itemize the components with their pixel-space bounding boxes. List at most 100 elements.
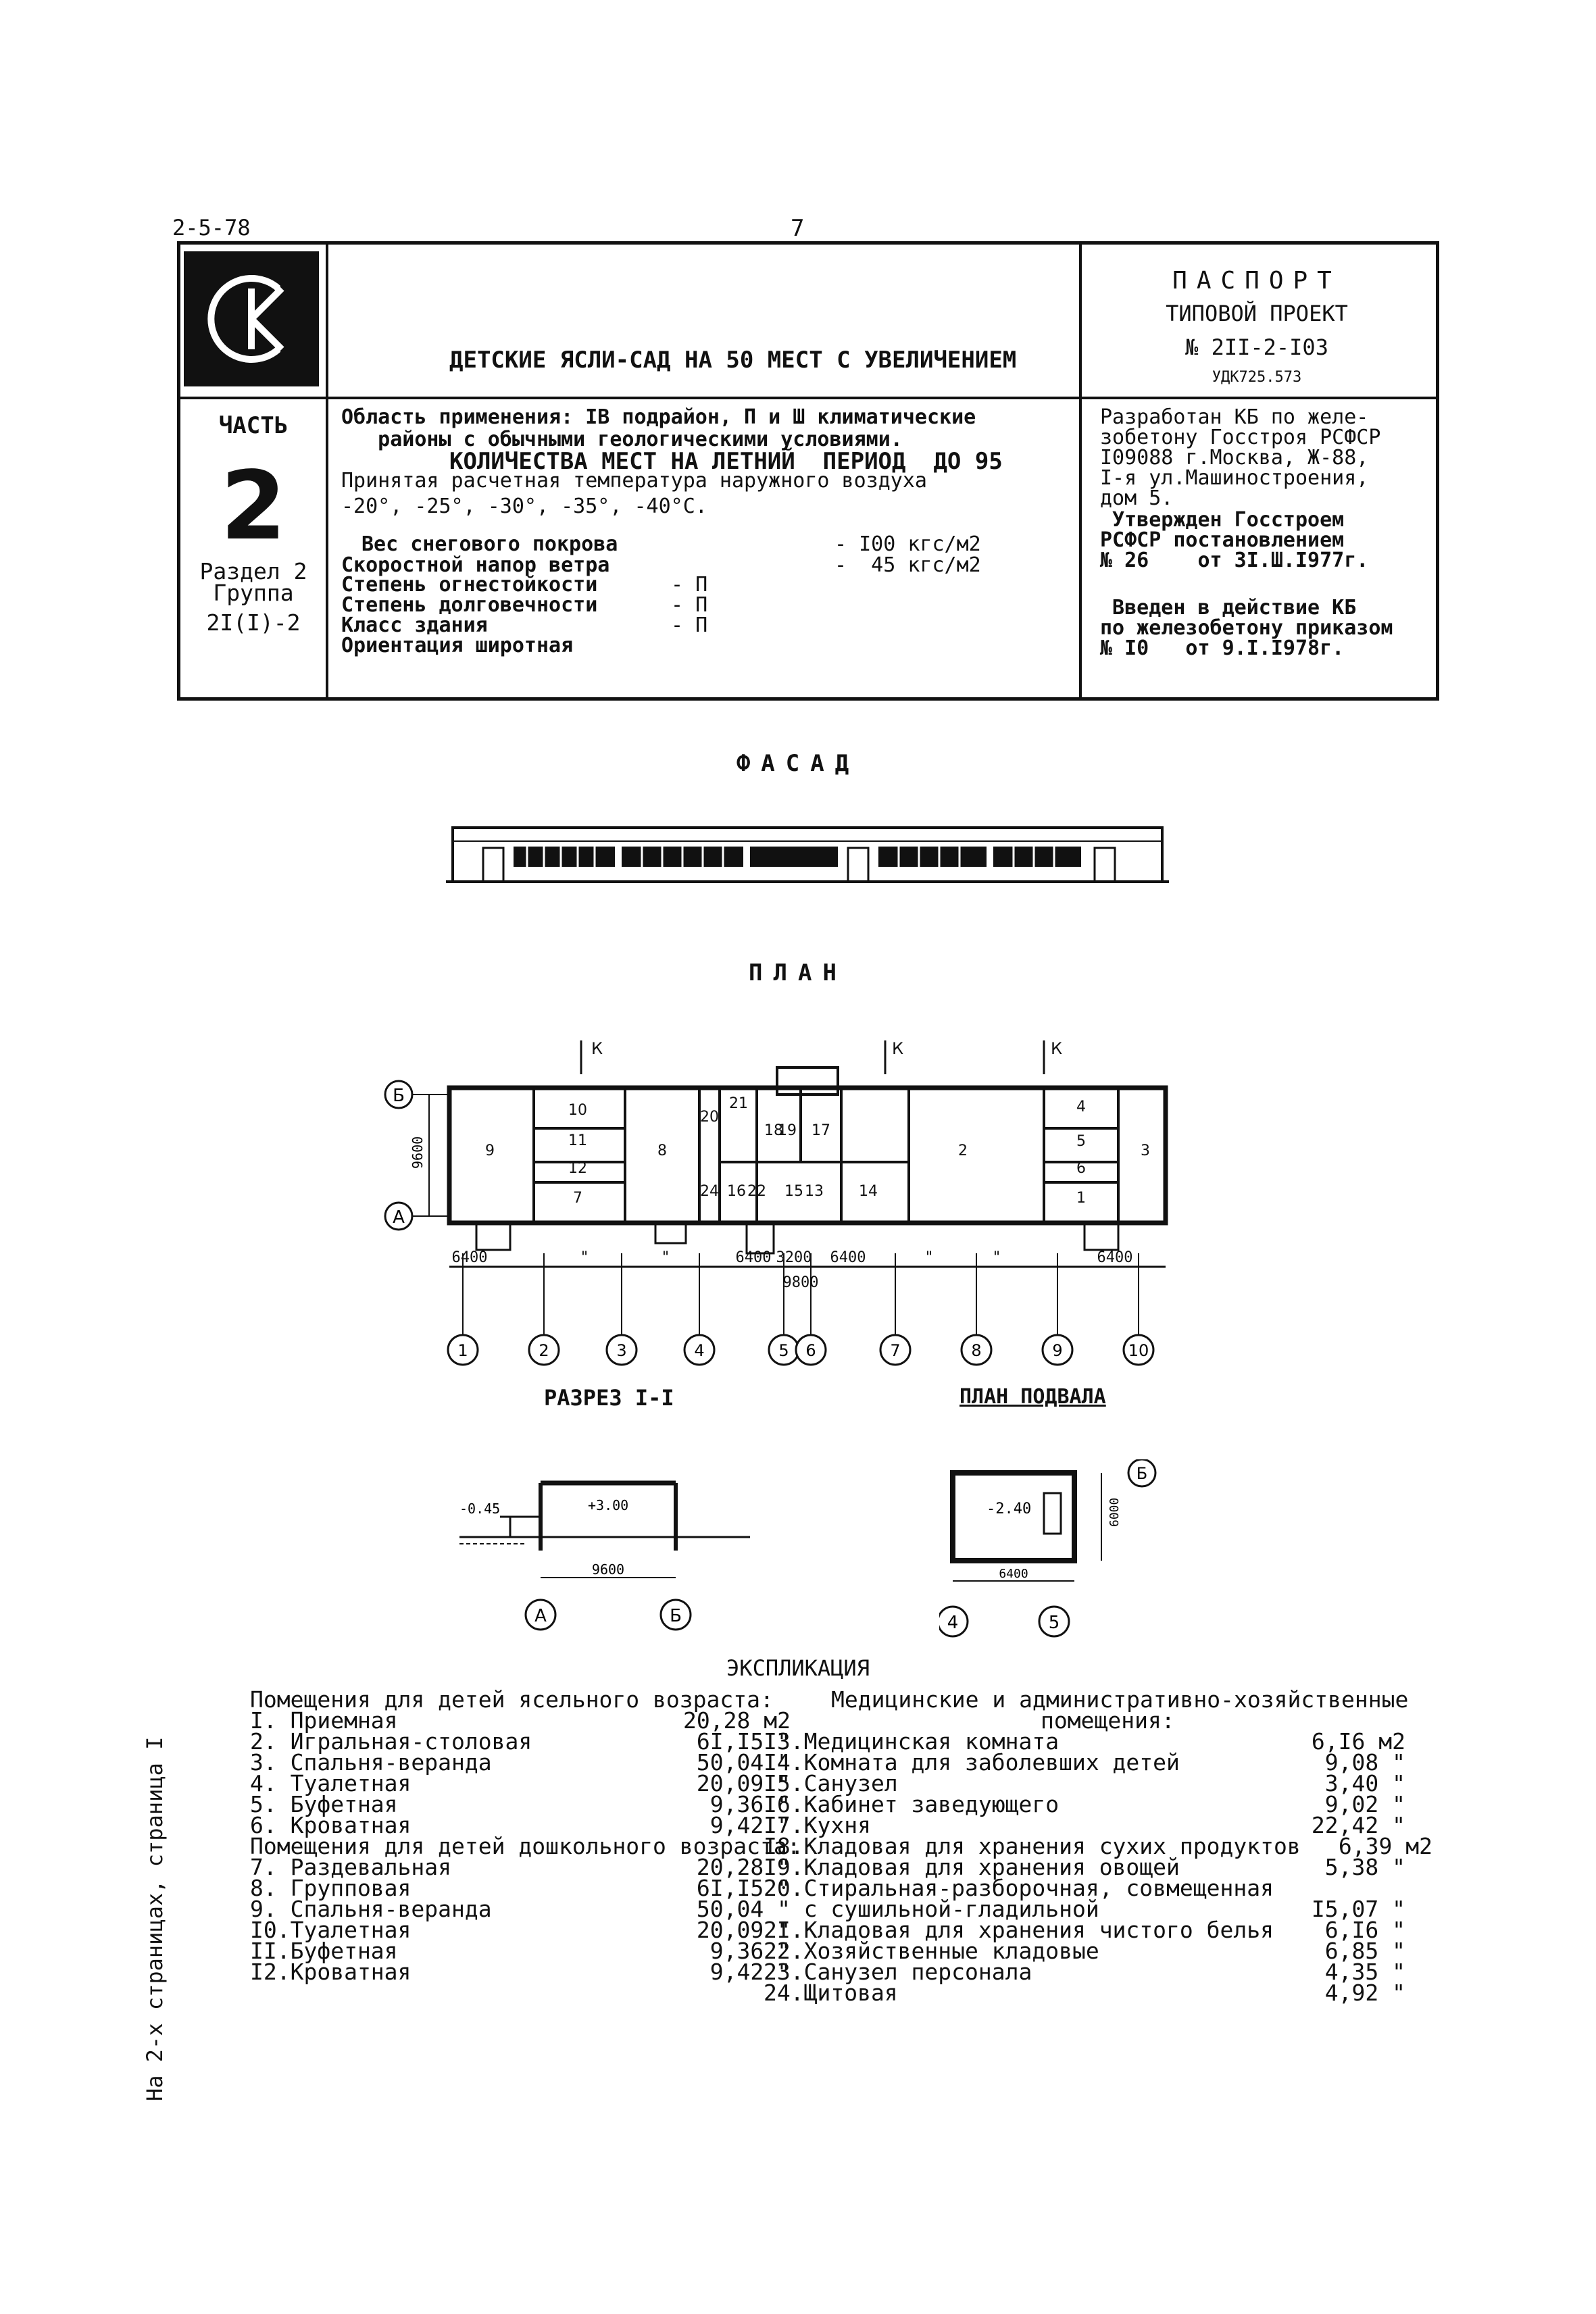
dimension-label: " (580, 1249, 589, 1266)
explication-item: I5.Санузел (764, 1770, 898, 1796)
axis-letter-b: Б (393, 1086, 405, 1106)
section-span: 9600 (592, 1561, 624, 1578)
axis-number: 3 (616, 1341, 626, 1360)
part-label: ЧАСТЬ (218, 412, 289, 439)
room-number: 5 (1076, 1133, 1086, 1150)
room-number: 19 (778, 1122, 797, 1139)
passport-table (177, 241, 1439, 701)
param-label: Класс здания (341, 613, 488, 637)
room-number: 1 (1076, 1190, 1086, 1207)
developer-line: по железобетону приказом (1100, 616, 1393, 640)
axis-number: 6 (805, 1341, 816, 1360)
passport-title: ПАСПОРТ (1172, 267, 1341, 295)
room-number: 12 (568, 1160, 587, 1177)
explication-area: 9,42 " (709, 1959, 791, 1985)
axis-bubble (1041, 1334, 1074, 1366)
explication-item: 2I.Кладовая для хранения чистого белья (764, 1917, 1274, 1943)
room-number: 20 (700, 1109, 719, 1126)
basement-width: 6400 (999, 1567, 1028, 1581)
axis-number: 5 (778, 1341, 789, 1360)
explication-area: 50,04 " (696, 1749, 791, 1776)
room-number: 24 (700, 1183, 719, 1200)
explication-area: 5,38 " (1324, 1854, 1405, 1880)
param-label: Вес снегового покрова (361, 532, 618, 556)
section-axis-a: А (534, 1606, 547, 1626)
explication-area: 4,92 " (1324, 1980, 1405, 2006)
axis-bubble (528, 1334, 560, 1366)
section-title: РАЗРЕЗ I-I (544, 1385, 674, 1411)
explication-item: 3. Спальня-веранда (250, 1749, 492, 1776)
application-line-1: Область применения: IВ подрайон, П и Ш к… (341, 405, 976, 429)
explication-item: 6. Кроватная (250, 1812, 412, 1838)
param-value: - П (671, 613, 708, 637)
basement-depth: 6000 (1107, 1498, 1122, 1527)
explication-area: 9,08 " (1324, 1749, 1405, 1776)
dimension-label: " (992, 1249, 1001, 1266)
room-number: 9 (485, 1142, 495, 1159)
explication-area: 6,85 " (1324, 1938, 1405, 1964)
explication-item: I7.Кухня (764, 1812, 871, 1838)
dimension-label: " (661, 1249, 670, 1266)
explication-item: I2.Кроватная (250, 1959, 412, 1985)
room-number: 21 (729, 1095, 748, 1112)
explication-right-header: Медицинские и административно-хозяйствен… (831, 1686, 1409, 1713)
basement-level: -2.40 (987, 1501, 1031, 1517)
explication-item: 23.Санузел персонала (764, 1959, 1032, 1985)
developer-line: Введен в действие КБ (1100, 596, 1357, 620)
explication-title: ЭКСПЛИКАЦИЯ (726, 1655, 870, 1681)
axis-bubble (447, 1334, 479, 1366)
room-number: 11 (568, 1132, 587, 1149)
explication-area: 20,09 " (696, 1770, 791, 1796)
axis-number: 4 (694, 1341, 704, 1360)
explication-area: 4,35 " (1324, 1959, 1405, 1985)
basement-axis-b: Б (1137, 1464, 1147, 1483)
level-minus: -0.45 (459, 1501, 500, 1517)
axis-number: 8 (971, 1341, 981, 1360)
explication-area: 6I,I5 " (696, 1875, 791, 1901)
project-title: ДЕТСКИЕ ЯСЛИ-САД НА 50 МЕСТ С УВЕЛИЧЕНИЕ… (449, 276, 1016, 512)
mark-k: К (591, 1039, 603, 1058)
room-number: 18 (764, 1122, 783, 1139)
explication-item: 2. Игральная-столовая (250, 1728, 532, 1755)
application-line-2: районы с обычными геологическими условия… (341, 428, 903, 451)
explication-left-header: Помещения для детей дошкольного возраста… (250, 1833, 801, 1859)
room-number: 2 (958, 1142, 968, 1159)
explication-area: 6,I6 м2 (1311, 1728, 1405, 1755)
explication-left-header: Помещения для детей ясельного возраста: (250, 1686, 774, 1713)
dimension-label: 3200 (776, 1249, 812, 1266)
explication-area: 9,36 " (709, 1791, 791, 1817)
sheet-code: 2-5-78 (172, 215, 251, 241)
plan-title: ПЛАН (749, 959, 847, 986)
explication-area: 50,04 " (696, 1896, 791, 1922)
explication-item: с сушильной-гладильной (764, 1896, 1099, 1922)
explication-item: 4. Туалетная (250, 1770, 412, 1796)
explication-item: 22.Хозяйственные кладовые (764, 1938, 1099, 1964)
axis-bubble (683, 1334, 716, 1366)
mark-k: К (892, 1039, 903, 1058)
explication-area: I5,07 " (1311, 1896, 1405, 1922)
explication-right-header: помещения: (1041, 1707, 1175, 1734)
part-section: Раздел 2 (199, 558, 307, 584)
room-number: 14 (859, 1183, 878, 1200)
basement-axis-4: 4 (947, 1613, 959, 1633)
axis-number: 9 (1052, 1341, 1062, 1360)
project-title-line-2: КОЛИЧЕСТВА МЕСТ НА ЛЕТНИЙ ПЕРИОД ДО 95 (449, 448, 1003, 475)
explication-item: I3.Медицинская комната (764, 1728, 1059, 1755)
dimension-label: 6400 (830, 1249, 866, 1266)
developer-line: I09088 г.Москва, Ж-88, (1100, 446, 1369, 470)
explication-area: 9,42 " (709, 1812, 791, 1838)
basement-axis-5: 5 (1049, 1613, 1060, 1633)
project-title-line-1: ДЕТСКИЕ ЯСЛИ-САД НА 50 МЕСТ С УВЕЛИЧЕНИЕ… (449, 347, 1017, 374)
passport-project-no: № 2II-2-I03 (1185, 334, 1328, 360)
developer-line: I-я ул.Машиностроения, (1100, 466, 1369, 490)
developer-line: зобетону Госстроя РСФСР (1100, 426, 1381, 449)
axis-bubble (1122, 1334, 1155, 1366)
section-axis-b: Б (670, 1606, 682, 1626)
axis-bubble (605, 1334, 638, 1366)
axis-number: 1 (457, 1341, 468, 1360)
param-label: Скоростной напор ветра (341, 553, 610, 577)
param-value: - П (671, 593, 708, 617)
axis-bubble (960, 1334, 993, 1366)
explication-item: 20.Стиральная-разборочная, совмещенная (764, 1875, 1274, 1901)
